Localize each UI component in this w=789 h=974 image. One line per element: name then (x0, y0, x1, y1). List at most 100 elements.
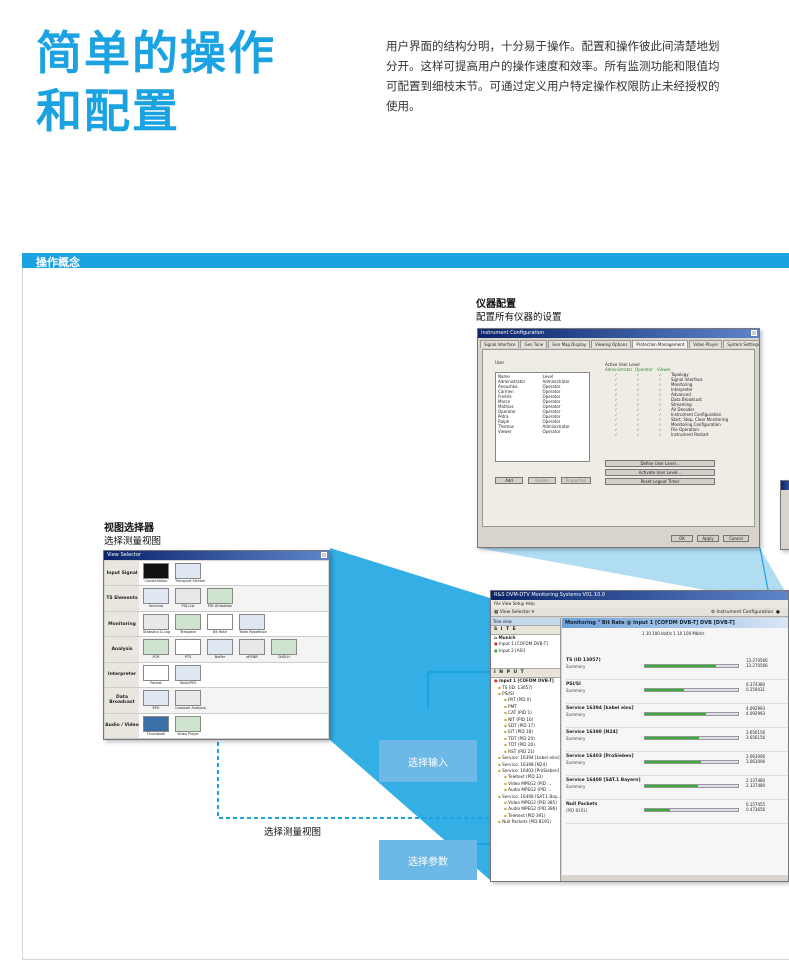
view-thumbnail[interactable]: DVB-H (271, 639, 297, 660)
tree-item[interactable]: ▪ TDT (PID 20) (491, 736, 560, 742)
tab-gen-tune[interactable]: Gen Tune (520, 340, 548, 348)
permission-row[interactable]: ✓✓✓Signal Interface (605, 377, 755, 382)
permission-row[interactable]: ✓✓✓Instrument Configuration (605, 412, 755, 417)
add-button[interactable]: Add (495, 477, 523, 484)
permission-row[interactable]: ✓✓✓Start, Stop, Clear Monitoring (605, 417, 755, 422)
permission-row[interactable]: ✓✓✓File Operation (605, 427, 755, 432)
close-icon[interactable] (751, 330, 757, 336)
tree-item[interactable]: ▪ Audio MPEG2 (PID ... (491, 787, 560, 793)
tree-item[interactable]: ▪ Service: 16403 [ProSieben] (491, 768, 560, 774)
view-thumbnail[interactable]: EPG (143, 690, 169, 711)
bitrate-current: 0.374380 (746, 682, 766, 687)
tree-item[interactable]: ▪ CAT (PID 1) (491, 710, 560, 716)
view-thumbnail[interactable]: PID List (175, 588, 201, 609)
view-thumbnail[interactable]: Statistics & Log (143, 613, 170, 635)
view-thumbnail[interactable]: Thumbnail (143, 715, 169, 737)
tab-system-settings[interactable]: System Settings (723, 340, 759, 348)
tree-item[interactable]: ▪ PSI/SI (491, 691, 560, 697)
tree-item[interactable]: ▪ Audio MPEG2 (PID 386) (491, 806, 560, 812)
tree-item[interactable]: ▪ Null Packets (PID 8191) (491, 819, 560, 825)
view-thumbnail[interactable]: Packet (143, 664, 169, 686)
view-thumbnail[interactable]: Constellation (143, 563, 169, 584)
view-thumbnail[interactable]: Transport Stream (175, 563, 205, 584)
tree-item[interactable]: ▪ SDT (PID 17) (491, 723, 560, 729)
tab-signal-interface[interactable]: Signal Interface (480, 340, 520, 348)
view-thumbnail[interactable]: Video Player (175, 715, 201, 737)
delete-button[interactable]: Delete (528, 477, 556, 484)
permission-row[interactable]: ✓✓✓Monitoring Configuration (605, 422, 755, 427)
input-item[interactable]: ● Input 1 [COFDM DVB-T] (491, 641, 560, 647)
view-thumbnail[interactable]: PCR (143, 639, 169, 660)
permission-row[interactable]: ✓✓✓Advanced (605, 392, 755, 397)
view-thumbnail[interactable]: qPSNR (239, 639, 265, 660)
input-item[interactable]: ● Input 2 [ASI] (491, 648, 560, 654)
tree-item[interactable]: ▪ Teletext (PID 33) (491, 774, 560, 780)
tree-item[interactable]: ▪ Service: 16398 [N24] (491, 762, 560, 768)
tree-item[interactable]: ▪ Video MPEG2 (PID 385) (491, 800, 560, 806)
view-thumbnail[interactable]: Table Repetition (239, 613, 267, 635)
instrument-config-button[interactable]: ⚙ Instrument Configuration (711, 610, 774, 615)
tab-viewing-options[interactable]: Viewing Options (591, 340, 632, 348)
site-item[interactable]: ⌂ Munich (494, 635, 516, 640)
view-selector-button[interactable]: ▦ View Selector ▾ (494, 610, 534, 615)
permission-row[interactable]: ✓✓✓Interpreter (605, 387, 755, 392)
close-icon[interactable] (321, 552, 327, 558)
menu-bar[interactable]: File View Setup Help (491, 600, 788, 608)
cancel-button[interactable]: Cancel (723, 535, 749, 542)
tree-item[interactable]: ▪ Video MPEG2 (PID ... (491, 781, 560, 787)
tree-item[interactable]: ▪ NIT (PID 16) (491, 717, 560, 723)
view-thumbnail[interactable]: PTS (175, 639, 201, 660)
tree-item[interactable]: ▪ PMT (491, 704, 560, 710)
tree-item[interactable]: ▪ EIT (PID 18) (491, 729, 560, 735)
view-thumbnail[interactable]: Services (143, 588, 169, 609)
tree-item[interactable]: ▪ PAT (PID 0) (491, 697, 560, 703)
permission-row[interactable]: ✓✓✓Monitoring (605, 382, 755, 387)
tree-item[interactable]: ▪ Teletext (PID 391) (491, 813, 560, 819)
properties-button[interactable]: Properties (561, 477, 591, 484)
tree-item[interactable]: ▪ RST (PID 21) (491, 749, 560, 755)
view-thumbnail[interactable]: Bit Rate (207, 613, 233, 635)
ok-button[interactable]: OK (671, 535, 693, 542)
view-thumbnail[interactable]: Carousel Analysis (175, 690, 206, 711)
activate-user-level-button[interactable]: Activate User Level... (605, 469, 715, 476)
apply-button[interactable]: Apply (697, 535, 719, 542)
define-user-level-button[interactable]: Define User Level... (605, 460, 715, 467)
permission-row[interactable]: ✓✓✓Data Broadcast (605, 397, 755, 402)
view-thumbnail[interactable]: PID Utilization (207, 588, 233, 609)
tree-item[interactable]: ▪ Service: 16408 [SAT.1 Bay... (491, 794, 561, 800)
view-thumbnail[interactable]: Template (175, 613, 201, 635)
reset-logout-timer-button[interactable]: Reset Logout Timer (605, 478, 715, 485)
permission-row[interactable]: ✓✓✓Instrument Restart (605, 432, 755, 437)
permission-row[interactable]: ✓✓✓Topology (605, 372, 755, 377)
tree-item[interactable]: ▪ TS (ID: 13057) (491, 685, 560, 691)
tab-gen-map-display[interactable]: Gen Map Display (548, 340, 591, 348)
tab-protection-management[interactable]: Protection Management (632, 340, 689, 348)
view-thumbnail[interactable]: Buffer (207, 639, 233, 660)
tree-item[interactable]: ● Input 1 [COFDM DVB-T] (491, 678, 560, 684)
tree-item[interactable]: ▪ TOT (PID 20) (491, 742, 560, 748)
view-thumbnail[interactable]: Table/PES (175, 664, 201, 686)
tree-item[interactable]: ▪ Service: 16394 [kabel eins] (491, 755, 560, 761)
permission-row[interactable]: ✓✓✓Streaming (605, 402, 755, 407)
permission-row[interactable]: ✓✓✓AV Decoder (605, 407, 755, 412)
tab-video-player[interactable]: Video Player (689, 340, 723, 348)
